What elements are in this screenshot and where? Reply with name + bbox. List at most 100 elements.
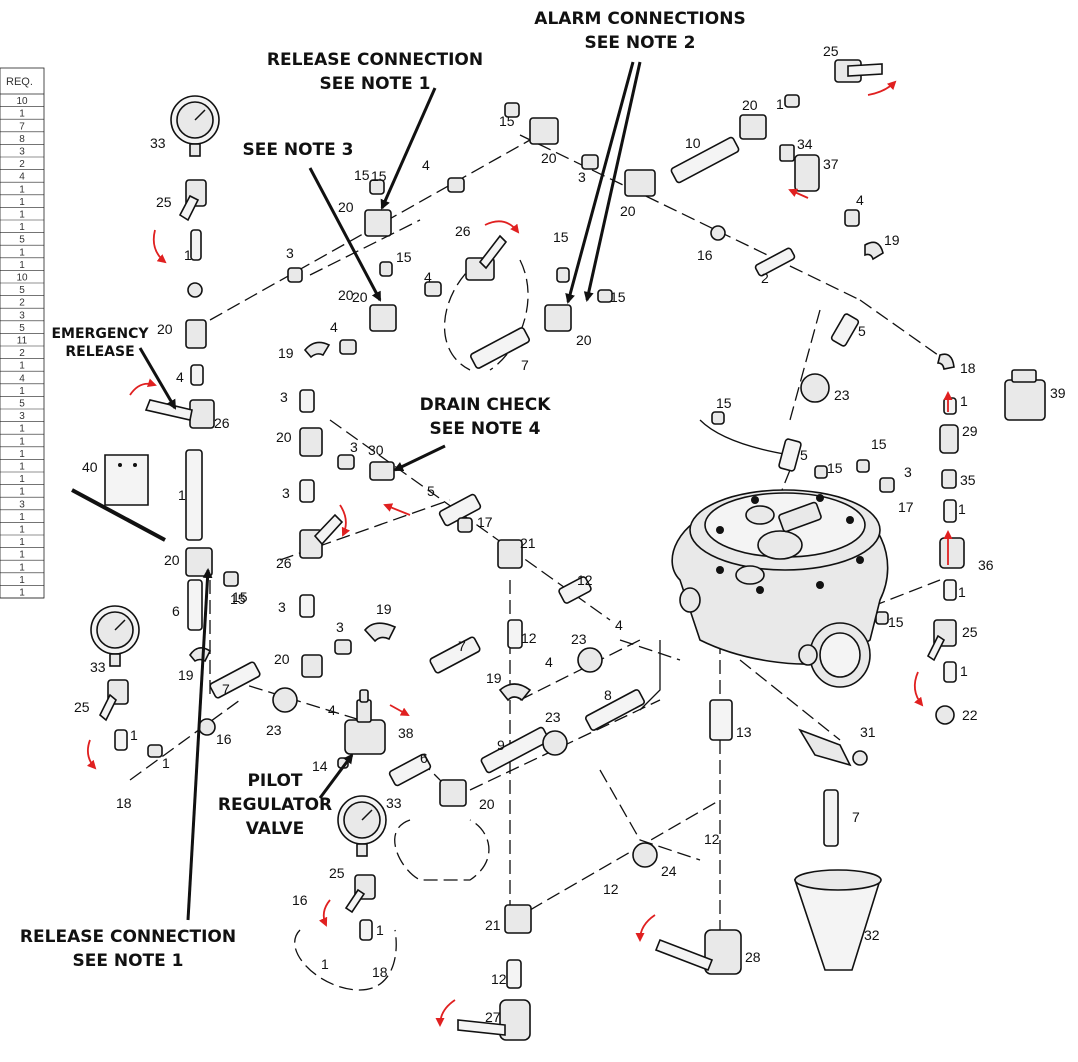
label-bracket xyxy=(71,454,166,542)
part-number-label: 21 xyxy=(485,917,501,933)
coupling xyxy=(337,454,355,470)
part-number-label: 7 xyxy=(458,638,466,654)
elbow-fitting xyxy=(189,647,212,663)
part-number-label: 7 xyxy=(852,809,860,825)
part-number-label: 4 xyxy=(545,654,553,670)
bushing xyxy=(710,225,726,241)
tee-fitting xyxy=(301,654,323,678)
tee-fitting xyxy=(624,169,656,197)
tee-fitting xyxy=(529,117,559,145)
part-number-label: 4 xyxy=(176,369,184,385)
part-number-label: 12 xyxy=(521,630,537,646)
part-number-label: 3 xyxy=(336,619,344,635)
req-cell: 1 xyxy=(19,525,25,536)
req-cell: 3 xyxy=(19,147,25,158)
part-number-label: 7 xyxy=(222,681,230,697)
pipe-nipple xyxy=(506,959,522,989)
part-number-label: 18 xyxy=(116,795,132,811)
part-number-label: 15 xyxy=(716,395,732,411)
part-number-label: 1 xyxy=(162,755,170,771)
coupling xyxy=(844,209,860,227)
part-number-label: 26 xyxy=(455,223,471,239)
ball-valve xyxy=(654,929,742,975)
coupling xyxy=(147,744,163,758)
part-number-label: 16 xyxy=(697,247,713,263)
tee-fitting xyxy=(544,304,572,332)
part-number-label: 23 xyxy=(266,722,282,738)
tee-fitting xyxy=(497,539,523,569)
callout-pilot-regulator: PILOT xyxy=(247,771,302,791)
pipe-nipple xyxy=(558,576,592,604)
callout-emergency-release: EMERGENCY xyxy=(51,326,149,342)
pipe-nipple xyxy=(429,636,481,674)
req-cell: 1 xyxy=(19,210,25,221)
part-number-label: 20 xyxy=(338,199,354,215)
pipe-nipple xyxy=(754,247,796,277)
req-cell: 4 xyxy=(19,373,25,384)
callout-emergency-release: RELEASE xyxy=(65,344,134,360)
union-fitting xyxy=(800,373,830,403)
plug-fitting xyxy=(875,611,889,625)
part-number-label: 1 xyxy=(321,956,329,972)
pipe-nipple xyxy=(943,397,957,415)
pipe-nipple xyxy=(187,579,203,631)
req-cell: 3 xyxy=(19,411,25,422)
pipe-nipple xyxy=(943,499,957,523)
req-cell: 1 xyxy=(19,512,25,523)
part-number-label: 33 xyxy=(386,795,402,811)
part-number-label: 1 xyxy=(958,501,966,517)
part-number-label: 15 xyxy=(396,249,412,265)
part-number-label: 21 xyxy=(520,535,536,551)
callout-arrows xyxy=(138,61,642,921)
part-number-label: 18 xyxy=(372,964,388,980)
strainer xyxy=(939,537,965,569)
tee-fitting xyxy=(185,319,207,349)
part-number-label: 24 xyxy=(661,863,677,879)
part-number-label: 4 xyxy=(424,269,432,285)
union-fitting xyxy=(632,842,658,868)
req-cell: 10 xyxy=(16,96,28,107)
pipe-nipple xyxy=(388,753,432,787)
part-number-label: 26 xyxy=(214,415,230,431)
part-number-label: 35 xyxy=(960,472,976,488)
pipe-nipple xyxy=(480,726,550,774)
part-number-label: 16 xyxy=(292,892,308,908)
plug-fitting xyxy=(379,261,393,277)
ball-valve xyxy=(926,619,957,662)
req-cell: 1 xyxy=(19,424,25,435)
ball-valve xyxy=(178,179,207,222)
part-number-label: 3 xyxy=(350,439,358,455)
part-number-label: 3 xyxy=(578,169,586,185)
req-cell: 1 xyxy=(19,588,25,599)
ball-valve xyxy=(144,399,215,429)
part-number-label: 20 xyxy=(620,203,636,219)
req-cell: 1 xyxy=(19,222,25,233)
req-cell: 7 xyxy=(19,121,25,132)
part-number-label: 20 xyxy=(479,796,495,812)
part-number-label: 1 xyxy=(376,922,384,938)
tee-fitting xyxy=(439,779,467,807)
req-cell: 2 xyxy=(19,159,25,170)
elbow-fitting xyxy=(363,622,397,643)
coupling xyxy=(339,339,357,355)
coupling xyxy=(287,267,303,283)
part-number-label: 16 xyxy=(216,731,232,747)
req-cell: 1 xyxy=(19,462,25,473)
part-number-label: 13 xyxy=(736,724,752,740)
part-number-label: 1 xyxy=(960,393,968,409)
req-cell: 4 xyxy=(19,172,25,183)
part-number-label: 15 xyxy=(827,460,843,476)
coupling xyxy=(581,154,599,170)
req-cell: 1 xyxy=(19,537,25,548)
part-number-label: 15 xyxy=(553,229,569,245)
req-cell: 3 xyxy=(19,499,25,510)
part-number-label: 20 xyxy=(276,429,292,445)
req-cell: 1 xyxy=(19,260,25,271)
req-cell: 3 xyxy=(19,310,25,321)
part-number-label: 3 xyxy=(278,599,286,615)
part-number-label: 3 xyxy=(280,389,288,405)
elbow-fitting xyxy=(498,683,532,702)
req-cell: 11 xyxy=(17,336,28,347)
coupling xyxy=(504,102,520,118)
